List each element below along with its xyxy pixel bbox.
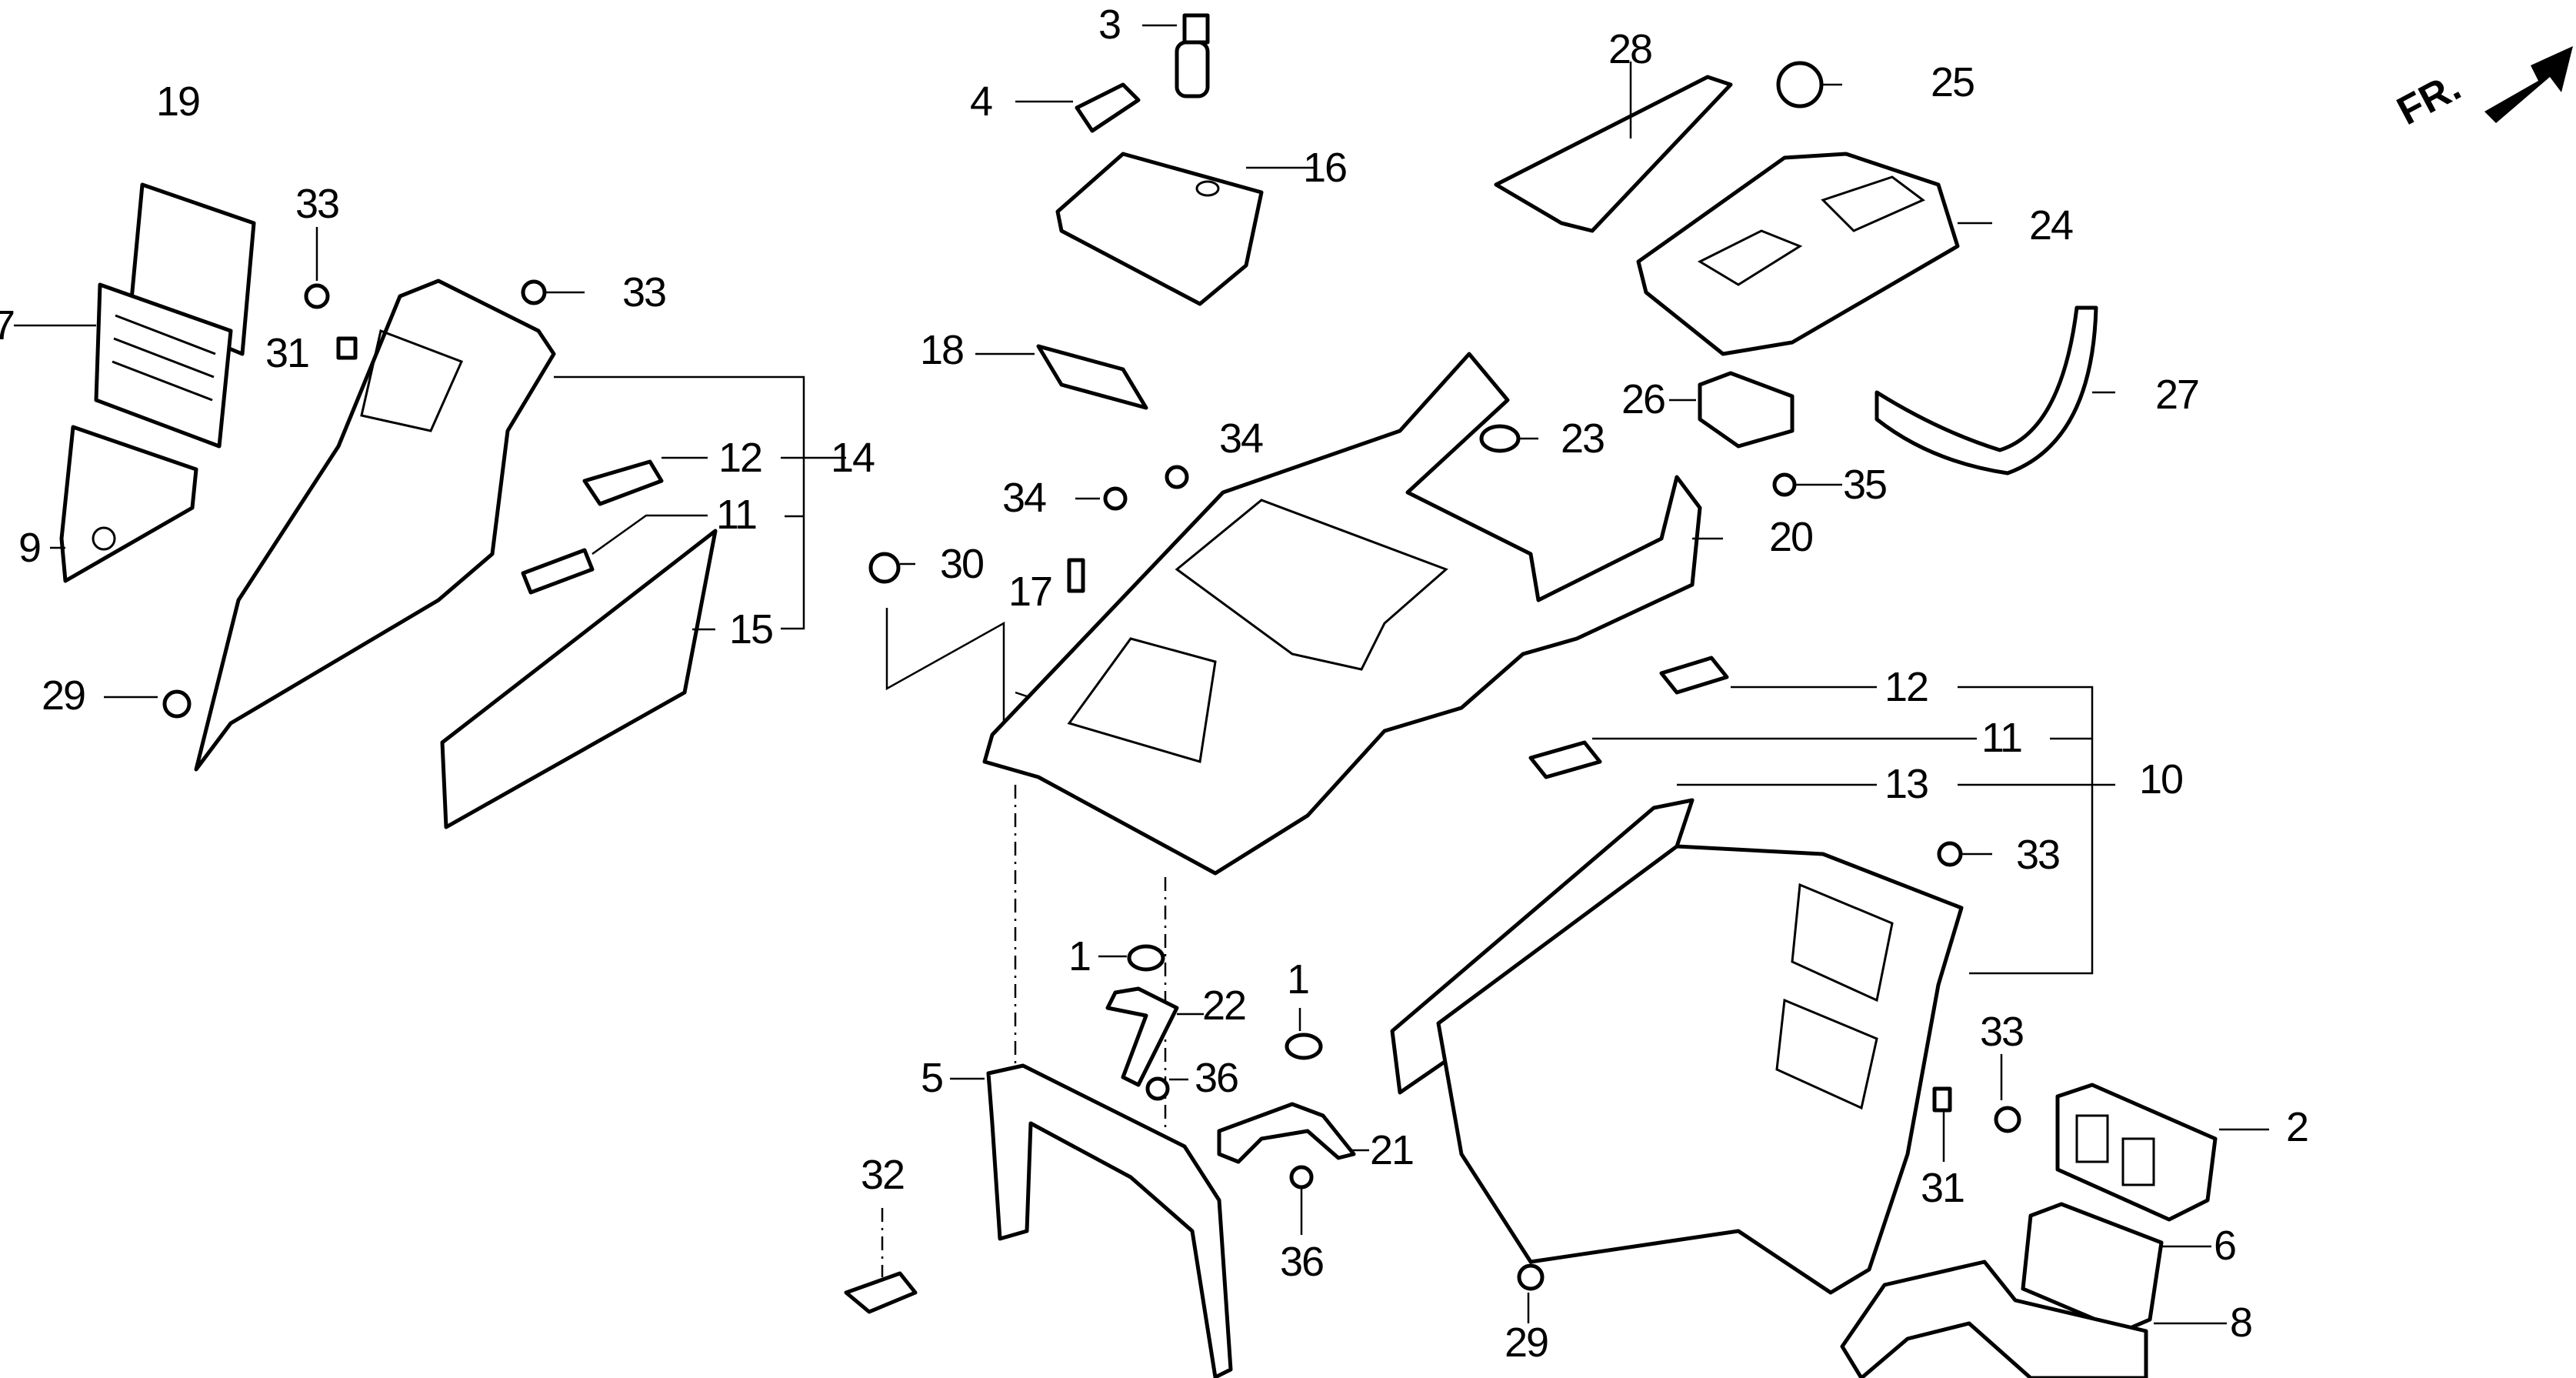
callout-35: 35 bbox=[1842, 462, 1888, 508]
callout-32: 32 bbox=[860, 1152, 905, 1198]
callout-26: 26 bbox=[1621, 376, 1666, 422]
part-14-side-panel-left bbox=[194, 279, 846, 772]
fastener-35 bbox=[1772, 472, 1842, 497]
callout-16: 16 bbox=[1302, 145, 1348, 191]
callout-15: 15 bbox=[728, 606, 774, 652]
part-2-window-switch bbox=[2055, 1083, 2269, 1222]
callout-29: 29 bbox=[41, 672, 86, 719]
callout-11: 11 bbox=[715, 492, 758, 538]
fastener-29-left bbox=[104, 689, 192, 719]
callout-23: 23 bbox=[1560, 415, 1605, 462]
part-4-clip bbox=[1015, 82, 1141, 133]
part-5-stay bbox=[950, 1063, 1233, 1378]
part-10-side-panel-right bbox=[1436, 844, 1964, 1295]
part-27-bracket bbox=[1875, 305, 2115, 475]
callout-17: 17 bbox=[1008, 569, 1053, 615]
callout-33: 33 bbox=[295, 181, 340, 227]
callout-21: 21 bbox=[1369, 1127, 1415, 1173]
part-9-bracket bbox=[50, 425, 198, 583]
part-11-clip-left bbox=[521, 514, 708, 595]
callout-27: 27 bbox=[2154, 372, 2200, 418]
fastener-33-right-lower bbox=[1994, 1054, 2021, 1133]
arrow-front-icon bbox=[2484, 46, 2573, 123]
fastener-36-b bbox=[1289, 1165, 1314, 1235]
callout-36: 36 bbox=[1194, 1055, 1239, 1101]
callout-9: 9 bbox=[18, 525, 42, 571]
fastener-33-right-upper bbox=[1937, 841, 1992, 867]
part-16-lid bbox=[1055, 152, 1315, 306]
fastener-29-right bbox=[1517, 1263, 1545, 1323]
fasteners-34 bbox=[1075, 465, 1189, 511]
callout-1: 1 bbox=[1068, 933, 1091, 979]
fastener-36-a bbox=[1145, 1076, 1188, 1101]
part-8-duct bbox=[1840, 1260, 2227, 1378]
part-1-grommet-a bbox=[1098, 944, 1165, 972]
part-26-switch bbox=[1669, 371, 1795, 449]
callout-33: 33 bbox=[622, 269, 667, 315]
callout-24: 24 bbox=[2028, 202, 2074, 249]
callout-28: 28 bbox=[1608, 26, 1653, 72]
part-22-bracket bbox=[1105, 986, 1204, 1087]
callout-12: 12 bbox=[718, 435, 763, 481]
callout-8: 8 bbox=[2229, 1300, 2253, 1346]
callout-3: 3 bbox=[1098, 2, 1121, 48]
callout-14: 14 bbox=[830, 435, 875, 481]
callout-33: 33 bbox=[1979, 1009, 2024, 1055]
callout-25: 25 bbox=[1930, 59, 1975, 105]
callout-31: 31 bbox=[1920, 1165, 1965, 1211]
part-11-clip-right bbox=[1528, 737, 2092, 779]
part-7-vent bbox=[14, 282, 233, 449]
callout-7: 7 bbox=[0, 302, 15, 349]
callout-1: 1 bbox=[1286, 956, 1310, 1003]
part-6-vent bbox=[2021, 1202, 2211, 1333]
part-15-pad bbox=[440, 529, 718, 829]
callout-34: 34 bbox=[1218, 415, 1264, 462]
callout-20: 20 bbox=[1768, 514, 1814, 560]
part-21-bracket bbox=[1217, 1102, 1369, 1164]
callout-11: 11 bbox=[1981, 715, 2023, 761]
callout-12: 12 bbox=[1884, 664, 1929, 710]
part-32-clamp bbox=[844, 1208, 918, 1314]
callout-13: 13 bbox=[1884, 761, 1929, 807]
callout-30: 30 bbox=[939, 541, 985, 587]
part-1-grommet-b bbox=[1285, 1008, 1323, 1060]
callout-5: 5 bbox=[920, 1055, 944, 1101]
callout-31: 31 bbox=[265, 330, 310, 376]
callout-22: 22 bbox=[1201, 983, 1247, 1029]
part-12-clip-right bbox=[1659, 656, 2094, 975]
fastener-33-left bbox=[304, 227, 585, 360]
callout-6: 6 bbox=[2213, 1223, 2237, 1269]
part-17-pin bbox=[1067, 558, 1085, 593]
part-25-cap bbox=[1776, 61, 1842, 108]
callout-2: 2 bbox=[2285, 1104, 2309, 1150]
callout-19: 19 bbox=[155, 78, 201, 125]
callout-36: 36 bbox=[1279, 1239, 1325, 1285]
part-28-rail bbox=[1494, 62, 1733, 233]
callout-34: 34 bbox=[1001, 475, 1047, 521]
part-12-clip-left bbox=[582, 456, 708, 506]
part-24-rear-cover bbox=[1636, 152, 1992, 356]
part-23-grommet bbox=[1479, 424, 1538, 453]
callout-29: 29 bbox=[1504, 1320, 1549, 1366]
callout-18: 18 bbox=[919, 327, 965, 373]
part-31-clip-right bbox=[1932, 1086, 1952, 1162]
callout-33: 33 bbox=[2015, 832, 2061, 878]
part-3-key-cylinder bbox=[1142, 13, 1210, 98]
callout-4: 4 bbox=[969, 78, 993, 125]
callout-10: 10 bbox=[2138, 756, 2184, 802]
part-18-hinge bbox=[975, 344, 1148, 410]
part-20-console-body bbox=[982, 352, 1723, 1131]
